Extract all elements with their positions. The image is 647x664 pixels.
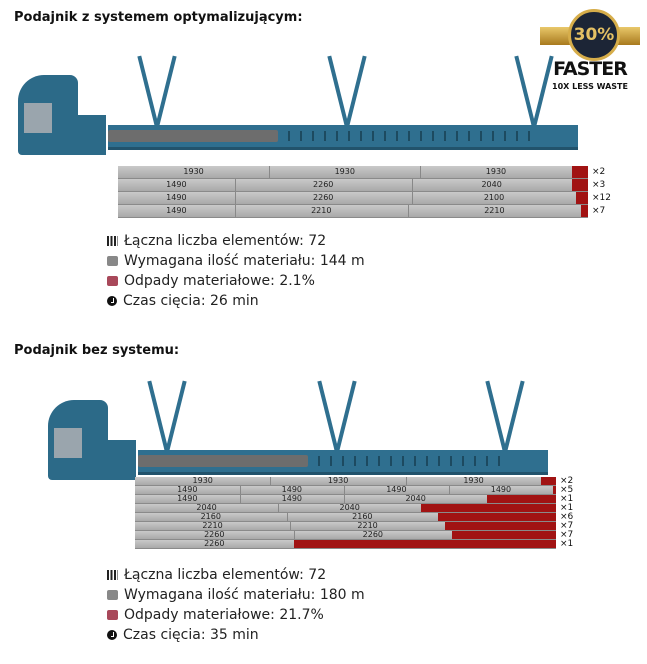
cut-piece: 1490 bbox=[118, 179, 236, 191]
cut-piece: 2040 bbox=[135, 504, 280, 512]
badge-line1: FASTER bbox=[553, 58, 628, 80]
legend-standard: Łączna liczba elementów: 72 Wymagana ilo… bbox=[107, 565, 365, 645]
cut-piece: 1930 bbox=[420, 166, 573, 178]
waste-percent: Odpady materiałowe: 2.1% bbox=[124, 273, 315, 289]
cut-piece: 2260 bbox=[235, 179, 413, 191]
clock-icon bbox=[107, 630, 117, 640]
elements-count: Łączna liczba elementów: 72 bbox=[124, 233, 327, 249]
cut-piece: 1490 bbox=[118, 205, 236, 217]
faster-badge: 30% FASTER 10X LESS WASTE bbox=[540, 5, 640, 95]
cut-piece: 1490 bbox=[240, 486, 346, 494]
cut-piece: 2100 bbox=[412, 192, 578, 204]
board-row: 2260 bbox=[135, 540, 556, 549]
cut-piece: 2160 bbox=[287, 513, 440, 521]
cut-piece: 1930 bbox=[269, 166, 422, 178]
cut-piece: 1930 bbox=[135, 477, 272, 485]
cut-piece: 1490 bbox=[135, 486, 241, 494]
material-amount: Wymagana ilość materiału: 180 m bbox=[124, 587, 365, 603]
waste-icon bbox=[107, 610, 118, 620]
cut-piece: 1490 bbox=[344, 486, 450, 494]
badge-line2: 10X LESS WASTE bbox=[552, 82, 628, 91]
cut-piece: 2040 bbox=[412, 179, 573, 191]
waste-segment bbox=[293, 540, 556, 548]
clock-icon bbox=[107, 296, 117, 306]
cut-piece: 2210 bbox=[235, 205, 409, 217]
row-multiplier: ×7 bbox=[560, 530, 574, 540]
cut-piece: 1930 bbox=[118, 166, 271, 178]
cut-piece: 2260 bbox=[135, 531, 295, 539]
cut-piece: 2260 bbox=[235, 192, 413, 204]
cut-piece: 1930 bbox=[406, 477, 543, 485]
row-multiplier: ×6 bbox=[560, 512, 574, 522]
row-multiplier: ×1 bbox=[560, 503, 574, 513]
row-multiplier: ×1 bbox=[560, 494, 574, 504]
section-title-standard: Podajnik bez systemu: bbox=[14, 343, 180, 358]
cut-piece: 2040 bbox=[278, 504, 423, 512]
bars-icon bbox=[107, 570, 118, 580]
row-multiplier: ×12 bbox=[592, 193, 611, 203]
waste-segment bbox=[553, 486, 556, 494]
cut-piece: 1490 bbox=[449, 486, 555, 494]
waste-segment bbox=[571, 166, 588, 178]
cutting-time: Czas cięcia: 35 min bbox=[123, 627, 259, 643]
cut-piece: 1930 bbox=[270, 477, 407, 485]
legend-optimized: Łączna liczba elementów: 72 Wymagana ilo… bbox=[107, 231, 365, 311]
cut-piece: 1490 bbox=[118, 192, 236, 204]
waste-segment bbox=[571, 179, 588, 191]
feeder-machine-optimized bbox=[18, 55, 578, 175]
feeder-machine-standard bbox=[48, 380, 548, 500]
waste-segment bbox=[487, 495, 556, 503]
cut-piece: 2210 bbox=[135, 522, 292, 530]
row-multiplier: ×5 bbox=[560, 485, 574, 495]
material-icon bbox=[107, 256, 118, 266]
cut-piece: 2260 bbox=[135, 540, 295, 548]
elements-count: Łączna liczba elementów: 72 bbox=[124, 567, 327, 583]
section-title-optimized: Podajnik z systemem optymalizującym: bbox=[14, 10, 303, 25]
waste-segment bbox=[576, 192, 588, 204]
row-multiplier: ×1 bbox=[560, 539, 574, 549]
waste-segment bbox=[438, 513, 556, 521]
waste-icon bbox=[107, 276, 118, 286]
bars-icon bbox=[107, 236, 118, 246]
cut-piece: 1490 bbox=[135, 495, 241, 503]
waste-segment bbox=[445, 522, 556, 530]
material-amount: Wymagana ilość materiału: 144 m bbox=[124, 253, 365, 269]
material-icon bbox=[107, 590, 118, 600]
cut-piece: 2260 bbox=[294, 531, 454, 539]
row-multiplier: ×2 bbox=[560, 476, 574, 486]
cutting-time: Czas cięcia: 26 min bbox=[123, 293, 259, 309]
waste-percent: Odpady materiałowe: 21.7% bbox=[124, 607, 324, 623]
badge-percent: 30% bbox=[568, 9, 620, 61]
row-multiplier: ×7 bbox=[592, 206, 606, 216]
cut-piece: 2160 bbox=[135, 513, 288, 521]
waste-segment bbox=[580, 205, 588, 217]
cut-piece: 1490 bbox=[240, 495, 346, 503]
cut-piece: 2040 bbox=[344, 495, 489, 503]
row-multiplier: ×7 bbox=[560, 521, 574, 531]
row-multiplier: ×3 bbox=[592, 180, 606, 190]
cut-piece: 2210 bbox=[290, 522, 447, 530]
waste-segment bbox=[541, 477, 556, 485]
row-multiplier: ×2 bbox=[592, 167, 606, 177]
waste-segment bbox=[421, 504, 556, 512]
waste-segment bbox=[452, 531, 556, 539]
cut-piece: 2210 bbox=[408, 205, 582, 217]
